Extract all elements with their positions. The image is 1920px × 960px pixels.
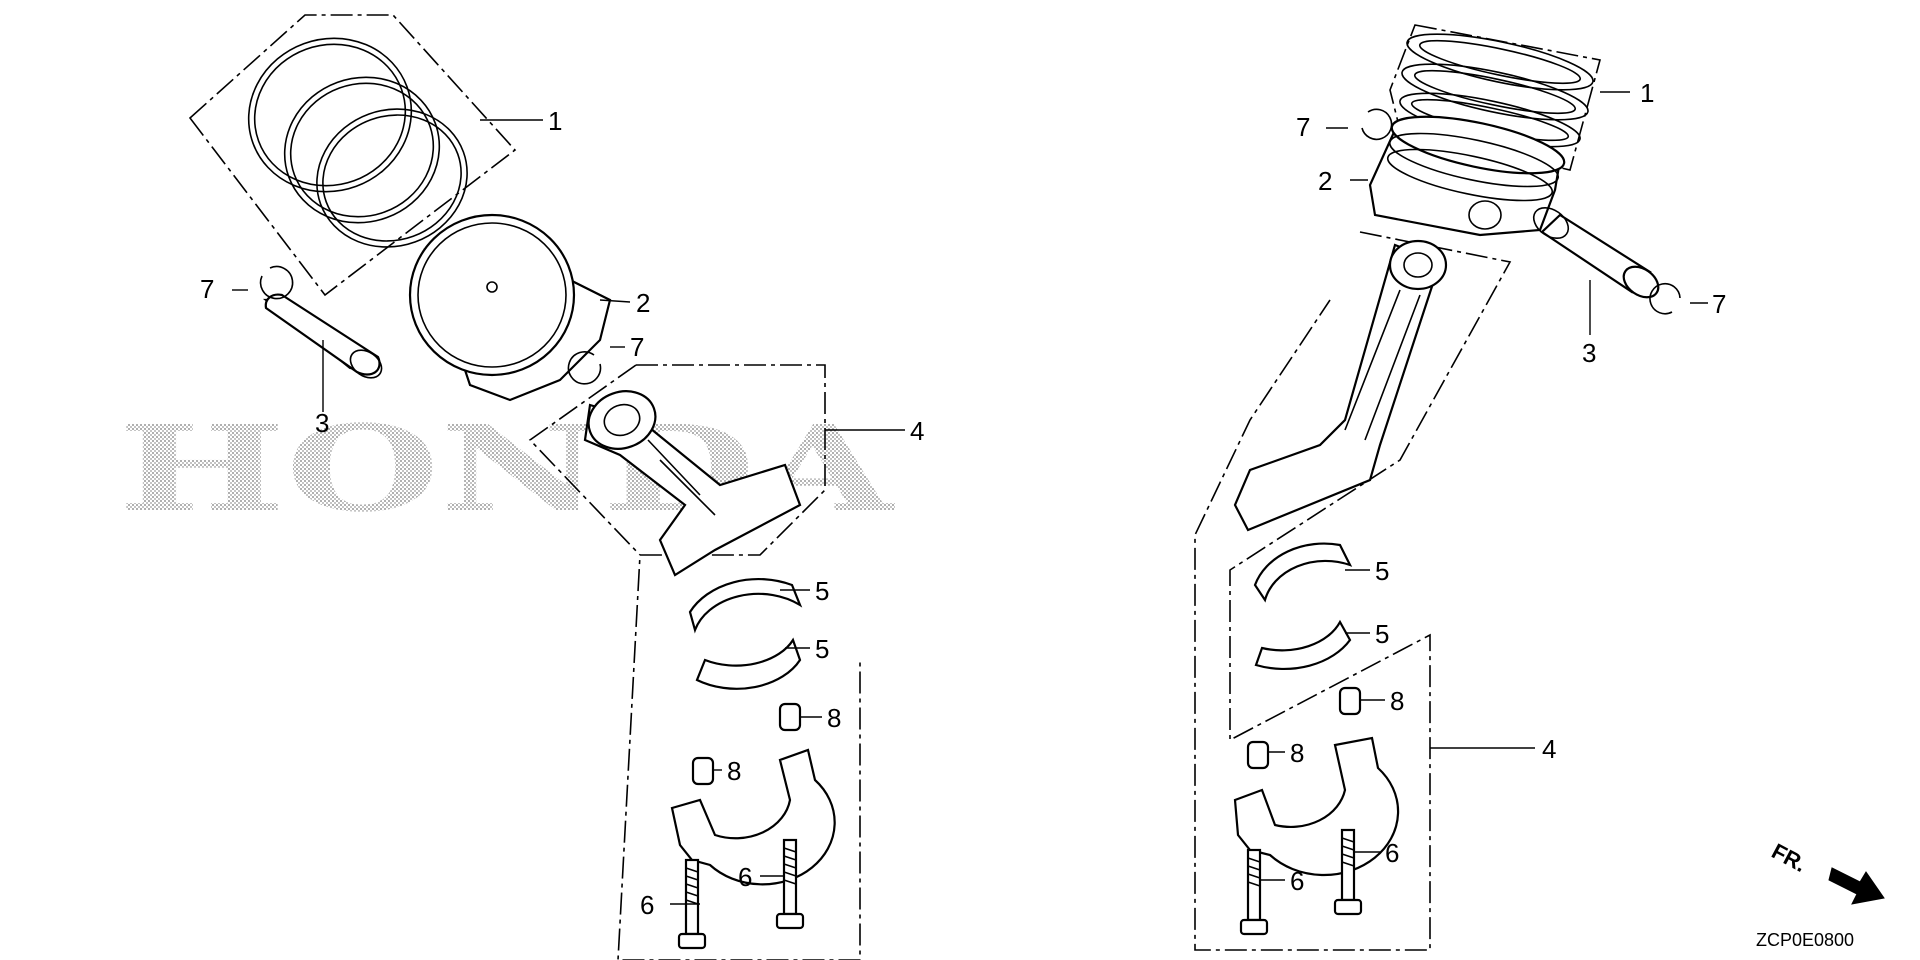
right-bolt-right xyxy=(1333,828,1363,916)
right-conrod-outline xyxy=(1194,231,1512,951)
right-callout-5b: 5 xyxy=(1375,619,1389,649)
diagram-code: ZCP0E0800 xyxy=(1756,930,1854,950)
right-piston xyxy=(1368,115,1566,237)
left-callout-5a: 5 xyxy=(815,576,829,606)
right-circlip-upper xyxy=(1361,108,1393,141)
right-dowel-upper xyxy=(1338,686,1362,716)
right-callout-7a: 7 xyxy=(1296,112,1310,142)
right-circlip-lower xyxy=(1649,282,1681,315)
right-callout-8b: 8 xyxy=(1290,738,1304,768)
right-callout-5a: 5 xyxy=(1375,556,1389,586)
right-rod-cap xyxy=(1233,736,1400,877)
right-callout-8a: 8 xyxy=(1390,686,1404,716)
left-assembly: 1 2 3 4 5 5 6 6 7 7 8 8 xyxy=(188,14,924,960)
left-conrod-outline xyxy=(617,364,861,960)
right-dowel-lower xyxy=(1246,740,1270,770)
right-callout-2: 2 xyxy=(1318,166,1332,196)
right-connecting-rod xyxy=(1233,239,1448,532)
left-callout-8a: 8 xyxy=(827,703,841,733)
left-piston xyxy=(408,213,612,402)
left-ring-set-outline xyxy=(188,14,517,297)
right-bearing-shells xyxy=(1253,542,1353,671)
left-callout-1: 1 xyxy=(548,106,562,136)
front-label: FR. xyxy=(1768,838,1811,877)
right-callout-6b: 6 xyxy=(1385,838,1399,868)
left-callout-4: 4 xyxy=(910,416,924,446)
right-callout-4: 4 xyxy=(1542,734,1556,764)
right-callout-7b: 7 xyxy=(1712,289,1726,319)
left-bearing-shells xyxy=(688,577,803,690)
right-bolt-left xyxy=(1239,848,1269,936)
right-callout-3: 3 xyxy=(1582,338,1596,368)
left-circlip-lower xyxy=(567,351,602,385)
left-dowel-lower xyxy=(691,756,715,786)
right-callout-6a: 6 xyxy=(1290,866,1304,896)
left-dowel-upper xyxy=(778,702,802,732)
left-circlip-upper xyxy=(259,265,294,300)
left-callout-5b: 5 xyxy=(815,634,829,664)
left-piston-rings xyxy=(247,37,468,248)
left-callout-2: 2 xyxy=(636,288,650,318)
left-piston-pin xyxy=(262,293,383,379)
left-callout-7b: 7 xyxy=(630,332,644,362)
left-callout-7a: 7 xyxy=(200,274,214,304)
left-callout-3: 3 xyxy=(315,408,329,438)
front-arrow-icon xyxy=(1828,867,1885,905)
left-callout-6b: 6 xyxy=(738,862,752,892)
right-assembly: 1 2 3 4 5 5 6 6 7 7 8 8 xyxy=(1194,24,1726,951)
left-callout-6a: 6 xyxy=(640,890,654,920)
front-direction-marker: FR. xyxy=(1768,838,1885,905)
left-bolt-left xyxy=(677,858,707,950)
left-callout-8b: 8 xyxy=(727,756,741,786)
left-bolt-right xyxy=(775,838,805,930)
right-callout-1: 1 xyxy=(1640,78,1654,108)
right-piston-pin xyxy=(1532,206,1660,299)
left-connecting-rod xyxy=(583,390,802,577)
